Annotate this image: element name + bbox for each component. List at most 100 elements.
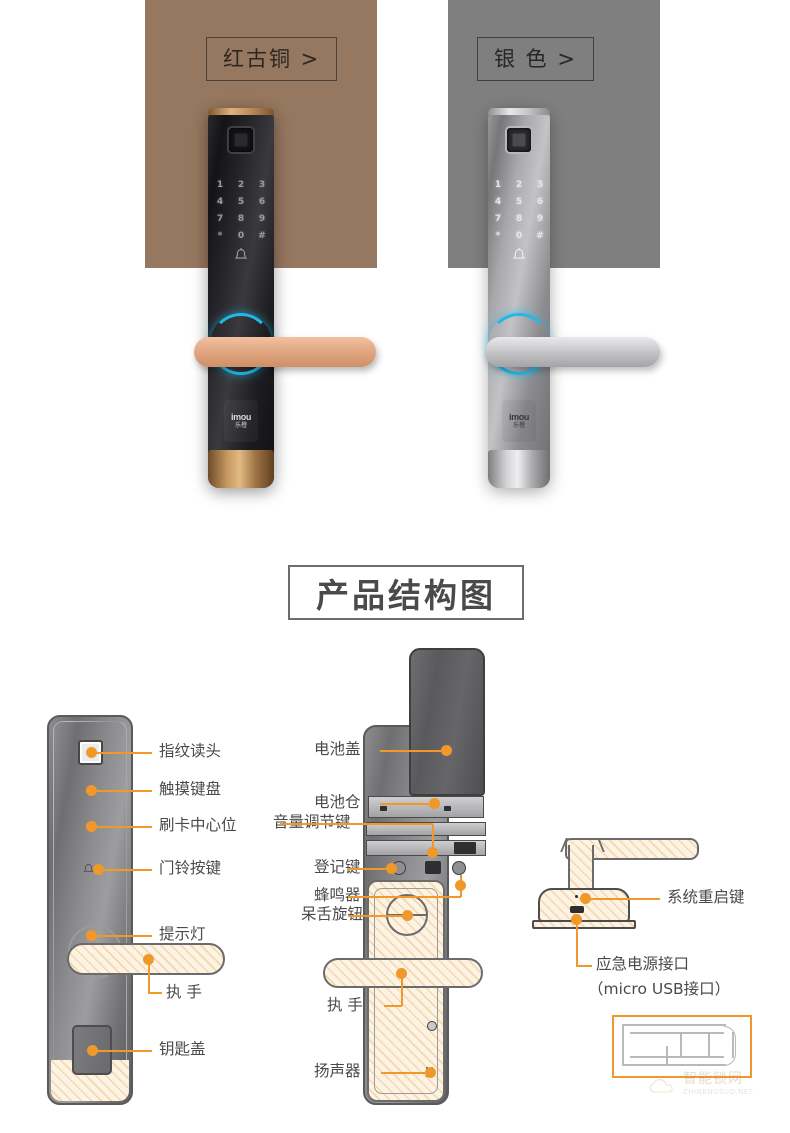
door-handle-silver	[485, 337, 660, 367]
callout-line-emergency-power-h	[575, 964, 592, 967]
led-indicator-ring	[210, 313, 272, 375]
key-star: *	[217, 231, 223, 241]
callout-line-handle-middle-v	[400, 974, 403, 1006]
label-indicator-light: 提示灯	[159, 925, 206, 943]
section-title-text: 产品结构图	[316, 575, 496, 615]
callout-line-handle-middle-h	[384, 1004, 402, 1007]
callout-dot-handle-middle	[396, 968, 407, 979]
lock-silver-bottom-trim	[488, 450, 550, 488]
lock-silver-top-trim	[488, 108, 550, 115]
micro-usb-port-art	[570, 906, 584, 913]
detail-outline-top	[622, 1024, 726, 1026]
battery-contacts	[380, 806, 387, 811]
callout-dot-registration-key	[386, 863, 397, 874]
label-battery-compartment: 电池仓	[314, 793, 361, 811]
callout-line-doorbell	[99, 868, 152, 871]
detail-divider-2	[708, 1032, 710, 1058]
label-emergency-power-port: 应急电源接口	[596, 955, 690, 973]
label-volume-key: 音量调节键	[273, 813, 351, 832]
callout-line-fingerprint	[92, 751, 152, 754]
callout-line-handle-left-v	[147, 960, 150, 994]
lock-copper-top-trim	[208, 108, 274, 115]
key-6: 6	[536, 197, 544, 207]
callout-dot-battery-compartment	[429, 798, 440, 809]
key-8: 8	[237, 214, 245, 224]
callout-line-volume-key-v	[431, 824, 434, 849]
label-fingerprint-reader: 指纹读头	[159, 742, 222, 760]
callout-dot-handle-left	[143, 954, 154, 965]
callout-line-card-center	[92, 825, 152, 828]
label-system-reset-key: 系统重启键	[667, 888, 745, 906]
brand-plate-silver: imou 乐橙	[502, 400, 536, 442]
fingerprint-reader-icon	[505, 126, 533, 154]
lock-copper-body	[208, 108, 274, 488]
variant-silver-label[interactable]: 银 色 >	[477, 37, 594, 81]
key-2: 2	[515, 180, 523, 190]
key-hash: #	[536, 231, 544, 241]
battery-compartment-art	[368, 796, 484, 818]
callout-dot-volume-key	[427, 847, 438, 858]
cloud-icon	[648, 1078, 678, 1095]
buzzer-art	[452, 861, 466, 875]
callout-dot-speaker	[425, 1067, 436, 1078]
key-hash: #	[258, 231, 266, 241]
lock-silver-body	[488, 108, 550, 488]
label-speaker: 扬声器	[314, 1062, 361, 1080]
detail-outline-left	[622, 1024, 624, 1066]
variant-silver-panel	[448, 0, 660, 268]
callout-dot-indicator-light	[86, 930, 97, 941]
callout-line-handle-left-h	[147, 992, 162, 994]
lock-copper-bottom-trim	[208, 450, 274, 488]
doorbell-icon-art	[82, 862, 95, 874]
cylinder-base-foot-art	[532, 920, 636, 929]
key-3: 3	[536, 180, 544, 190]
watermark-subtitle: ZHINENGSUO.NET	[683, 1088, 754, 1096]
label-touch-keypad: 触摸键盘	[159, 780, 222, 798]
callout-line-battery-compartment	[380, 802, 429, 805]
callout-line-touch-keypad	[92, 789, 152, 792]
label-handle-left: 执 手	[166, 983, 202, 1001]
brand-sub: 乐橙	[234, 422, 247, 429]
handle-art-left	[67, 943, 225, 975]
callout-dot-buzzer	[455, 880, 466, 891]
callout-dot-battery-cover	[441, 745, 452, 756]
callout-dot-emergency-power	[571, 914, 582, 925]
door-handle-copper	[194, 337, 376, 367]
key-7: 7	[494, 214, 502, 224]
label-registration-key: 登记键	[314, 858, 361, 876]
callout-line-deadbolt-knob	[348, 914, 404, 917]
lever-neck-art	[568, 845, 594, 890]
key-9: 9	[258, 214, 266, 224]
doorbell-icon	[233, 248, 249, 263]
callout-dot-touch-keypad	[86, 785, 97, 796]
watermark-title: 智能锁网	[683, 1071, 743, 1087]
key-5: 5	[237, 197, 245, 207]
callout-line-speaker	[381, 1071, 427, 1074]
variant-copper-label[interactable]: 红古铜 >	[206, 37, 338, 81]
callout-dot-system-reset	[580, 893, 591, 904]
callout-dot-fingerprint	[86, 747, 97, 758]
callout-line-registration-key	[348, 867, 388, 870]
led-indicator-ring	[488, 313, 550, 375]
detail-outline-bottom	[622, 1064, 726, 1066]
watermark-text: 智能锁网 ZHINENGSUO.NET	[683, 1071, 754, 1099]
fingerprint-reader-icon	[227, 126, 255, 154]
key-4: 4	[494, 197, 502, 207]
callout-line-emergency-power-v	[575, 920, 578, 966]
label-emergency-power-port-note: （micro USB接口）	[588, 980, 731, 998]
callout-dot-key-cover	[87, 1045, 98, 1056]
detail-divider-3	[666, 1046, 668, 1066]
lever-handle-art	[565, 838, 699, 860]
callout-dot-deadbolt-knob	[402, 910, 413, 921]
label-key-cover: 钥匙盖	[159, 1040, 206, 1058]
detail-divider-1	[680, 1032, 682, 1058]
brand-mark: imou	[509, 411, 529, 422]
battery-cover-art	[409, 648, 485, 796]
label-battery-cover: 电池盖	[314, 740, 361, 758]
brand-mark: imou	[231, 411, 251, 422]
